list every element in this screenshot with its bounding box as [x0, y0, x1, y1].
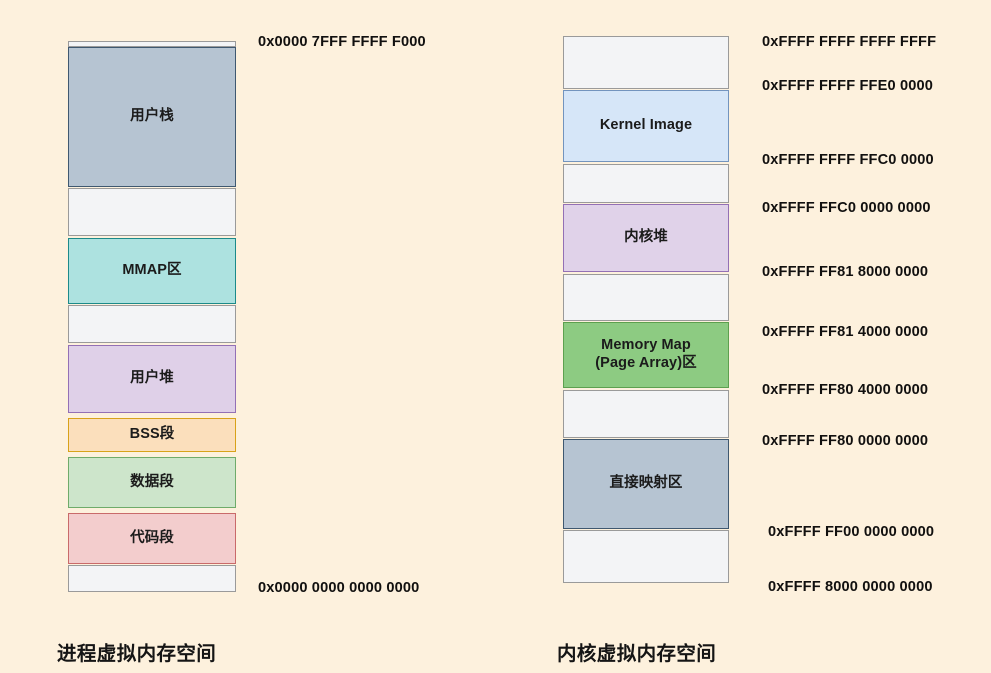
- kernel-address-kernel-heap-top: 0xFFFF FFC0 0000 0000: [762, 200, 931, 216]
- process-user-heap: 用户堆: [68, 345, 236, 413]
- kernel-address-direct-mapping-bottom: 0xFFFF FF00 0000 0000: [768, 524, 935, 540]
- kernel-gap-bottom: [563, 530, 729, 583]
- process-gap-mmap-heap: [68, 305, 236, 343]
- process-mmap-area-label: MMAP区: [122, 262, 182, 279]
- kernel-address-kernel-image-top: 0xFFFF FFFF FFE0 0000: [762, 78, 934, 94]
- kernel-address-memory-map-top: 0xFFFF FF81 4000 0000: [762, 324, 929, 340]
- process-mmap-area: MMAP区: [68, 238, 236, 304]
- process-text-segment-label: 代码段: [130, 529, 174, 546]
- kernel-memory-map-page-array: Memory Map (Page Array)区: [563, 322, 729, 388]
- process-gap-stack-mmap: [68, 188, 236, 236]
- kernel-address-top: 0xFFFF FFFF FFFF FFFF: [762, 34, 937, 50]
- process-user-stack-label: 用户栈: [130, 108, 174, 125]
- kernel-gap-heap-memmap: [563, 274, 729, 321]
- process-address-user-stack-top: 0x0000 7FFF FFFF F000: [258, 34, 426, 50]
- caption-kernel-virtual-memory: 内核虚拟内存空间: [557, 643, 717, 665]
- process-gap-bottom: [68, 565, 236, 592]
- process-address-zero: 0x0000 0000 0000 0000: [258, 580, 420, 596]
- kernel-direct-mapping-area-label: 直接映射区: [609, 475, 683, 492]
- kernel-gap-kernel-image-heap: [563, 164, 729, 203]
- kernel-address-direct-mapping-top: 0xFFFF FF80 0000 0000: [762, 433, 929, 449]
- process-text-segment: 代码段: [68, 513, 236, 564]
- kernel-kernel-image: Kernel Image: [563, 90, 729, 162]
- kernel-address-kernel-image-bottom: 0xFFFF FFFF FFC0 0000: [762, 152, 934, 168]
- kernel-address-kernel-heap-bottom: 0xFFFF FF81 8000 0000: [762, 264, 929, 280]
- kernel-address-memory-map-bottom: 0xFFFF FF80 4000 0000: [762, 382, 929, 398]
- process-user-stack: 用户栈: [68, 47, 236, 187]
- kernel-address-kernel-space-bottom: 0xFFFF 8000 0000 0000: [768, 579, 933, 595]
- process-bss-segment-label: BSS段: [129, 426, 175, 443]
- kernel-memory-map-page-array-label: Memory Map (Page Array)区: [595, 337, 697, 371]
- process-gap-top: [68, 41, 236, 47]
- kernel-direct-mapping-area: 直接映射区: [563, 439, 729, 529]
- caption-process-virtual-memory: 进程虚拟内存空间: [57, 643, 217, 665]
- process-user-heap-label: 用户堆: [130, 370, 174, 387]
- process-bss-segment: BSS段: [68, 418, 236, 452]
- process-data-segment: 数据段: [68, 457, 236, 508]
- kernel-kernel-image-label: Kernel Image: [599, 117, 693, 134]
- kernel-gap-top: [563, 36, 729, 89]
- process-data-segment-label: 数据段: [130, 473, 174, 490]
- kernel-kernel-heap: 内核堆: [563, 204, 729, 272]
- kernel-kernel-heap-label: 内核堆: [624, 229, 668, 246]
- kernel-gap-memmap-direct: [563, 390, 729, 438]
